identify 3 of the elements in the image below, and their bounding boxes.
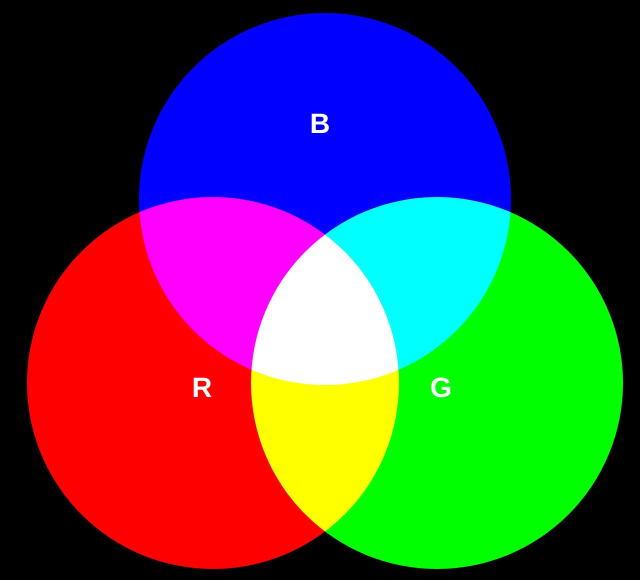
circle-label: B (310, 108, 330, 140)
circle-label: G (430, 372, 452, 404)
circle-label: R (192, 372, 212, 404)
